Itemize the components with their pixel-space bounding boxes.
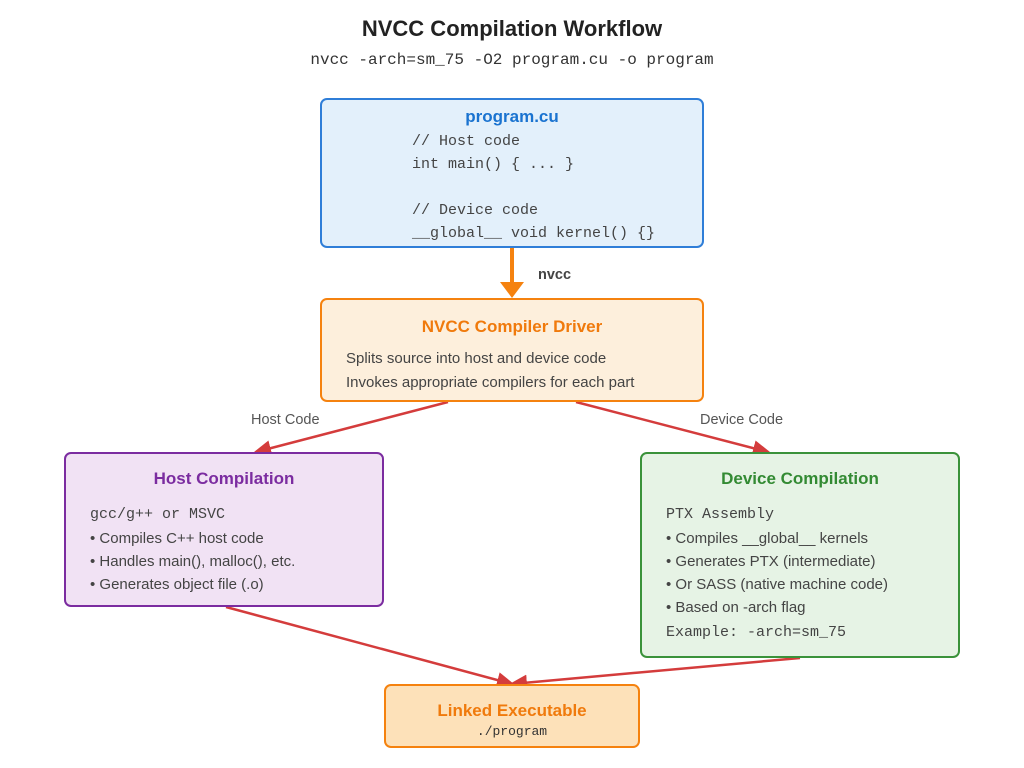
device-bullet: • Generates PTX (intermediate) <box>666 553 876 570</box>
host-compilation-box: Host Compilation gcc/g++ or MSVC • Compi… <box>64 452 384 607</box>
device-example: Example: -arch=sm_75 <box>666 624 847 641</box>
source-file-title: program.cu <box>465 107 559 126</box>
device-output-format: PTX Assembly <box>666 506 775 523</box>
linked-executable-box: Linked Executable ./program <box>384 684 640 748</box>
device-bullet: • Compiles __global__ kernels <box>666 530 869 547</box>
arrow-source-to-driver-head <box>500 282 524 298</box>
arrow-driver-to-host <box>253 400 449 456</box>
code-line: __global__ void kernel() {} <box>412 225 656 242</box>
device-bullet: • Based on -arch flag <box>666 599 806 616</box>
host-compilation-title: Host Compilation <box>153 469 295 488</box>
host-bullet: • Compiles C++ host code <box>90 530 264 547</box>
device-compilation-title: Device Compilation <box>721 469 879 488</box>
arrow-driver-to-device <box>575 400 771 456</box>
command-line: nvcc -arch=sm_75 -O2 program.cu -o progr… <box>310 51 714 69</box>
device-compilation-box: Device Compilation PTX Assembly • Compil… <box>640 452 960 658</box>
device-bullet: • Or SASS (native machine code) <box>666 576 889 593</box>
arrow-host-to-executable <box>225 605 515 688</box>
code-line: // Device code <box>412 202 539 219</box>
source-file-box: program.cu // Host code int main() { ...… <box>320 98 704 248</box>
compiler-driver-title: NVCC Compiler Driver <box>421 317 603 336</box>
linked-executable-title: Linked Executable <box>437 701 587 720</box>
arrow-device-to-executable <box>509 656 801 691</box>
edge-label-host-code: Host Code <box>251 412 320 428</box>
driver-description-line: Invokes appropriate compilers for each p… <box>346 374 635 391</box>
host-bullet: • Handles main(), malloc(), etc. <box>90 553 296 570</box>
code-line: // Host code <box>412 133 521 150</box>
host-compiler-name: gcc/g++ or MSVC <box>90 506 226 523</box>
code-line: int main() { ... } <box>412 156 575 173</box>
compiler-driver-box: NVCC Compiler Driver Splits source into … <box>320 298 704 402</box>
executable-path: ./program <box>476 724 548 739</box>
driver-description-line: Splits source into host and device code <box>346 350 607 367</box>
diagram-title: NVCC Compilation Workflow <box>361 16 663 41</box>
edge-label-nvcc: nvcc <box>538 267 572 283</box>
host-bullet: • Generates object file (.o) <box>90 576 264 593</box>
edge-label-device-code: Device Code <box>700 412 784 428</box>
